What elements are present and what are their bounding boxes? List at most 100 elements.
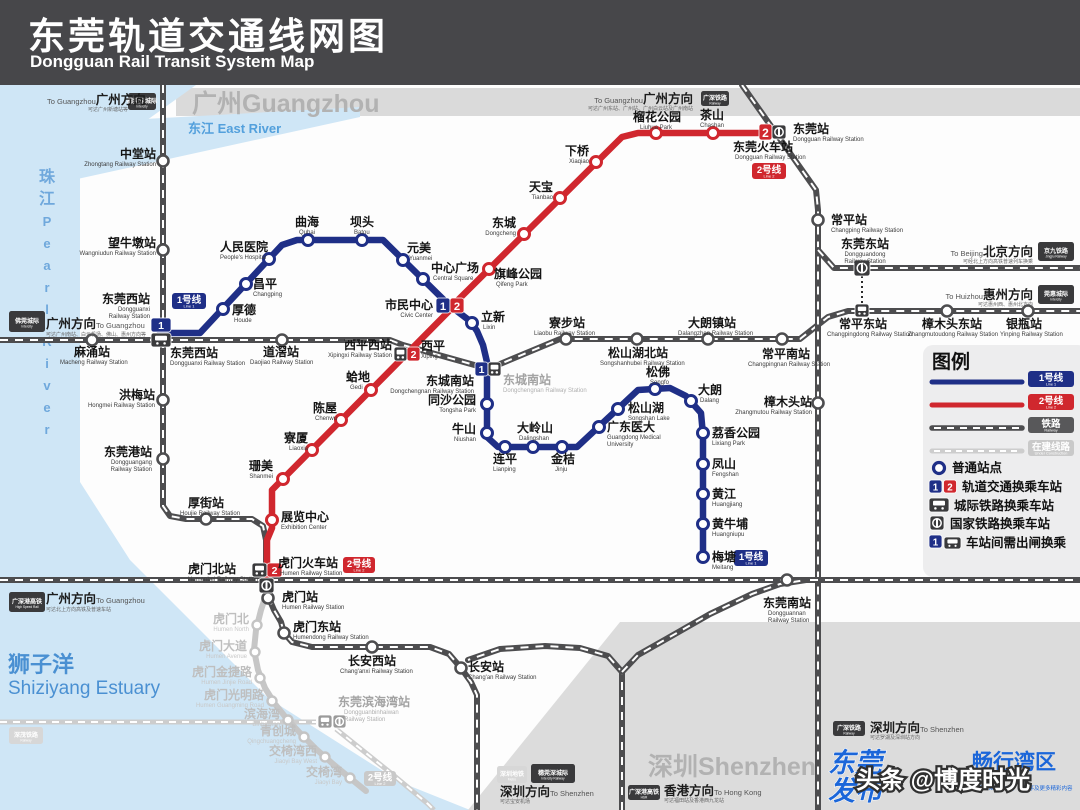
railway-badge-en: High Speed Rail [15,605,38,609]
station-label-en: Houde [234,318,252,324]
station-label-en: Lianping [493,467,516,473]
transfer-number: 2 [411,349,417,361]
railway-logo-circle [856,262,868,274]
area-guangzhou-band [176,88,1080,116]
region-label: 深圳Shenzhen [648,753,816,781]
legend-item-label: 国家铁路换乘车站 [950,516,1051,531]
railway-badge-zh: 佛莞城际 [14,317,39,325]
station-label-en: Guangdong Medical [607,435,661,441]
legend-badge-en: Line 2 [1046,406,1056,410]
station-marker [696,457,710,471]
station-label-en: Shanmei [249,474,273,480]
station-label-zh: 梅塘 [712,549,736,564]
region-label: 广州Guangzhou [192,89,379,118]
bay-area-caption: 政务公众号、H5、小程序及更多精彩内容 [972,784,1073,792]
railway-badge-en: Railway [843,732,855,736]
station-label-zh: 市民中心 [385,297,433,312]
station-label-zh: 天宝 [529,179,553,194]
station-label-zh: 虎门北 [213,611,249,626]
direction-caption: 可达广州南站、白云机场、佛山、惠州方向等 [46,331,146,338]
railway-logo-circle [334,716,345,727]
station-marker [85,333,99,347]
station-marker [811,396,825,410]
station-label-en: Railway Station [344,717,385,723]
station-label-zh: 蛤地 [346,369,370,384]
train-wheel [260,572,264,575]
station-marker [156,452,170,466]
station-marker [416,272,430,286]
railway-badge-zh: 莞惠城际 [1043,290,1068,298]
railway-badge-zh: 京九铁路 [1044,247,1069,255]
train-window [857,306,867,312]
station-label-en: University [607,442,633,448]
station-label-en: Liaobu Railway Station [534,331,595,337]
station-label-en: Wangniudun Railway Station [80,251,157,257]
railway-badge-zh: 广深港高铁 [629,788,659,796]
station-marker [706,126,720,140]
station-marker [251,619,263,631]
station-label-zh: 东莞站 [793,121,829,136]
water-label-vertical: 江 [39,190,55,208]
station-label-en: Jiaoyi Bay West [274,759,317,765]
direction-label: To Beijing北京方向 [950,244,1033,259]
railway-logo-bar [338,717,341,726]
transfer-number: 1 [158,320,164,332]
station-label-zh: 松山湖 [628,400,664,415]
station-label-en: Changpingnan Railway Station [748,362,830,368]
water-label-vertical: v [43,378,51,393]
train-window [933,500,945,506]
station-label-en: Dongchengnan Railway Station [503,388,587,394]
direction-caption: 可达广州新塘站等 [88,106,128,113]
station-marker [480,397,494,411]
direction-caption: 可达广州东站、广州站、广州白云站及广州南站 [588,105,693,112]
station-label-zh: 凤山 [712,456,736,471]
station-label-zh: 虎门大道 [199,638,247,653]
station-label-en: Lixiang Park [712,441,746,447]
station-label-en: Railway Station [111,467,152,473]
station-label-zh: 望牛墩站 [108,235,156,250]
railway-badge-en: Metro [508,778,516,782]
line-badge-zh: 1号线 [739,551,764,563]
water-label: Shiziyang Estuary [8,678,161,699]
station-marker [611,402,625,416]
station-label-zh: 东城南站 [426,373,474,388]
station-marker [780,573,794,587]
station-label-zh: 东莞滨海湾站 [338,694,410,709]
station-label-en: Huangniupu [712,532,744,538]
station-label-zh: 长安西站 [348,653,396,668]
station-label-en: Humen Jinjie Road [201,680,252,686]
station-label-en: Dongguannan [768,611,806,617]
train-wheel [321,723,324,726]
station-label-en: Chashan [700,123,724,129]
station-label-zh: 东莞东站 [841,236,889,251]
railway-badge [1038,242,1074,261]
station-label-en: Huangjiang [712,502,742,508]
station-label-zh: 长安站 [468,659,504,674]
line-badge-en: Line 2 [354,568,366,573]
station-label-zh: 黄江 [712,486,736,501]
station-marker [465,316,479,330]
direction-label: 广州方向To Guangzhou [46,591,145,606]
transfer-number: 1 [479,364,485,376]
legend-badge-zh: 2号线 [1039,395,1064,407]
transfer-number-icon [266,562,283,578]
station-marker [701,332,715,346]
water-label-vertical: e [43,236,50,251]
water-label: 东江 East River [188,121,281,136]
train-wheel [495,371,499,374]
station-label-en: Humenbei Railway Station [188,577,258,583]
station-marker [298,731,310,743]
station-marker [199,512,213,526]
station-label-zh: 常平南站 [762,346,810,361]
station-label-en: Tianbao [532,195,554,201]
station-marker [940,304,954,318]
water-label-vertical: P [43,214,52,229]
railway-badge [128,93,156,110]
legend-badge [1028,417,1074,433]
station-marker [498,440,512,454]
station-label-zh: 牛山 [452,421,476,436]
station-label-en: Dalingshan [519,436,549,442]
transfer-number-icon [928,534,943,549]
station-label-en: Xiaqiao [569,159,590,165]
station-label-zh: 东莞西站 [170,345,218,360]
